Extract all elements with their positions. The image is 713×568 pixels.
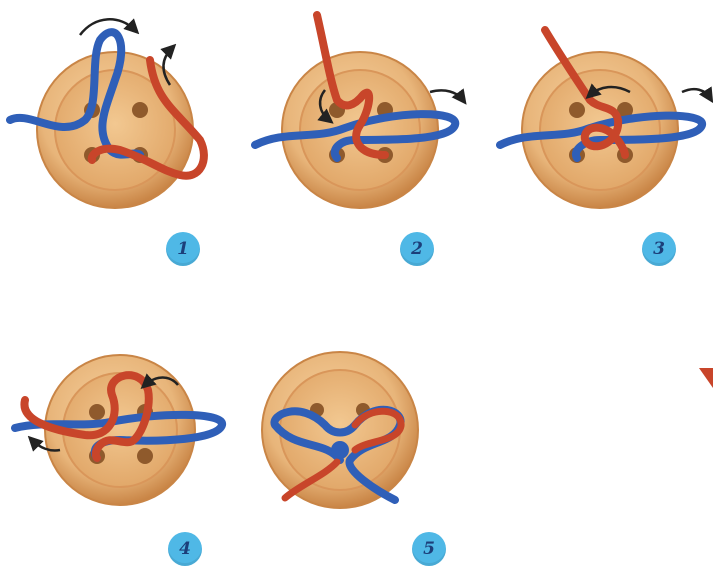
step-number-badge: 5 (412, 532, 446, 566)
curved-arrow-icon (682, 89, 710, 98)
step-number-badge: 4 (168, 532, 202, 566)
step-number-badge: 1 (166, 232, 200, 266)
partial-arrow-icon (699, 368, 713, 388)
step-4-illustration (0, 330, 240, 568)
step-1: 1 (0, 0, 230, 280)
step-3: 3 (490, 0, 713, 280)
step-5: 5 (255, 330, 455, 568)
step-number-badge: 3 (642, 232, 676, 266)
step-3-illustration (490, 0, 713, 280)
knot-icon (331, 441, 349, 459)
step-2-illustration (245, 0, 475, 280)
step-2: 2 (245, 0, 475, 280)
step-number-badge: 2 (400, 232, 434, 266)
step-4: 4 (0, 330, 240, 568)
curved-arrow-icon (430, 90, 463, 100)
